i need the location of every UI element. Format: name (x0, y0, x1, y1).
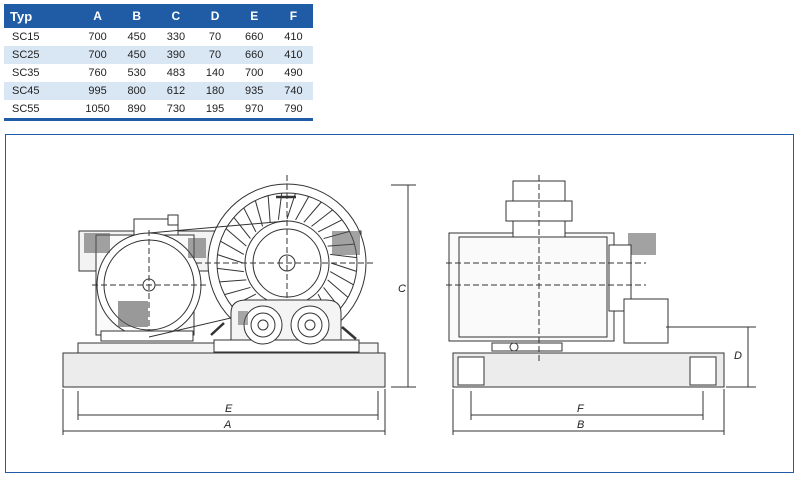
base-frame (62, 352, 386, 388)
cell-typ: SC15 (12, 31, 40, 43)
fan-fin (219, 279, 247, 283)
dimension-table: Typ A B C D E F SC15 700 450 330 70 660 … (4, 4, 313, 121)
cell-typ: SC55 (4, 100, 78, 121)
cell-d: 140 (205, 67, 225, 79)
cell-b: 450 (117, 46, 157, 64)
cell-d: 180 (195, 82, 235, 100)
header-c: C (156, 4, 196, 28)
cell-f: 790 (273, 100, 313, 121)
header-a: A (78, 4, 118, 28)
fan-fin (233, 217, 251, 239)
cell-f: 740 (273, 82, 313, 100)
cell-e: 970 (234, 100, 274, 121)
side-base (452, 352, 725, 388)
side-dimensions (452, 326, 756, 435)
table-row: SC55 1050 890 730 195 970 790 (4, 100, 313, 121)
fan-fin (327, 279, 349, 298)
header-b: B (117, 4, 157, 28)
blower-drawing: E A C F B D (62, 175, 756, 435)
fan-fin (267, 195, 271, 223)
cell-typ: SC45 (4, 82, 78, 100)
dim-label-d: D (734, 350, 742, 362)
cell-c: 330 (166, 31, 186, 43)
cell-c: 730 (156, 100, 196, 121)
dim-label-f: F (577, 403, 585, 415)
fan-fin (243, 207, 257, 233)
dim-label-c: C (398, 283, 406, 295)
cell-d: 70 (208, 31, 222, 43)
header-f: F (273, 4, 313, 28)
fan-fin (330, 262, 357, 272)
header-d: D (195, 4, 235, 28)
cell-e: 660 (245, 31, 264, 43)
dim-label-a: A (223, 419, 231, 431)
cell-typ: SC35 (12, 67, 40, 79)
fan-fin (217, 254, 244, 264)
table-row: SC15 700 450 330 70 660 410 (4, 28, 313, 46)
cell-b: 450 (127, 31, 146, 43)
cell-b: 800 (117, 82, 157, 100)
cell-b: 890 (117, 100, 157, 121)
cell-a: 700 (88, 31, 107, 43)
cell-b: 530 (127, 67, 146, 79)
fan-fin (303, 201, 322, 223)
dim-label-b: B (577, 419, 584, 431)
cell-f: 490 (284, 67, 303, 79)
cell-a: 995 (78, 82, 118, 100)
cell-e: 935 (234, 82, 274, 100)
fan-fin (317, 219, 343, 233)
fan-fin (329, 271, 354, 286)
fan-fin (224, 286, 251, 296)
front-view (62, 175, 386, 388)
cell-f: 410 (273, 46, 313, 64)
front-dimensions (62, 184, 416, 435)
dim-label-e: E (225, 403, 233, 415)
cell-typ: SC25 (4, 46, 78, 64)
side-view (446, 175, 725, 388)
cell-c: 483 (166, 67, 186, 79)
fan-fin (217, 267, 244, 273)
cell-d: 195 (195, 100, 235, 121)
cell-c: 390 (156, 46, 196, 64)
header-e: E (234, 4, 274, 28)
cell-a: 1050 (78, 100, 118, 121)
table-row: SC25 700 450 390 70 660 410 (4, 46, 313, 64)
header-typ: Typ (4, 4, 78, 28)
fan-fin (225, 228, 247, 247)
table-row: SC45 995 800 612 180 935 740 (4, 82, 313, 100)
cell-c: 612 (156, 82, 196, 100)
fan-fin (254, 200, 264, 227)
cell-d: 70 (195, 46, 235, 64)
cell-a: 700 (78, 46, 118, 64)
fan-fin (220, 240, 245, 255)
cell-f: 410 (284, 31, 303, 43)
cell-e: 660 (234, 46, 274, 64)
table-header-row: Typ A B C D E F (4, 4, 313, 28)
technical-drawing-panel: E A C F B D (5, 134, 794, 473)
fan-fin (311, 209, 333, 227)
side-motor (448, 232, 615, 342)
cell-a: 760 (88, 67, 107, 79)
cell-e: 700 (245, 67, 264, 79)
table-row: SC35 760 530 483 140 700 490 (4, 64, 313, 82)
fan-fin (295, 196, 310, 221)
pump-housing (213, 299, 360, 353)
